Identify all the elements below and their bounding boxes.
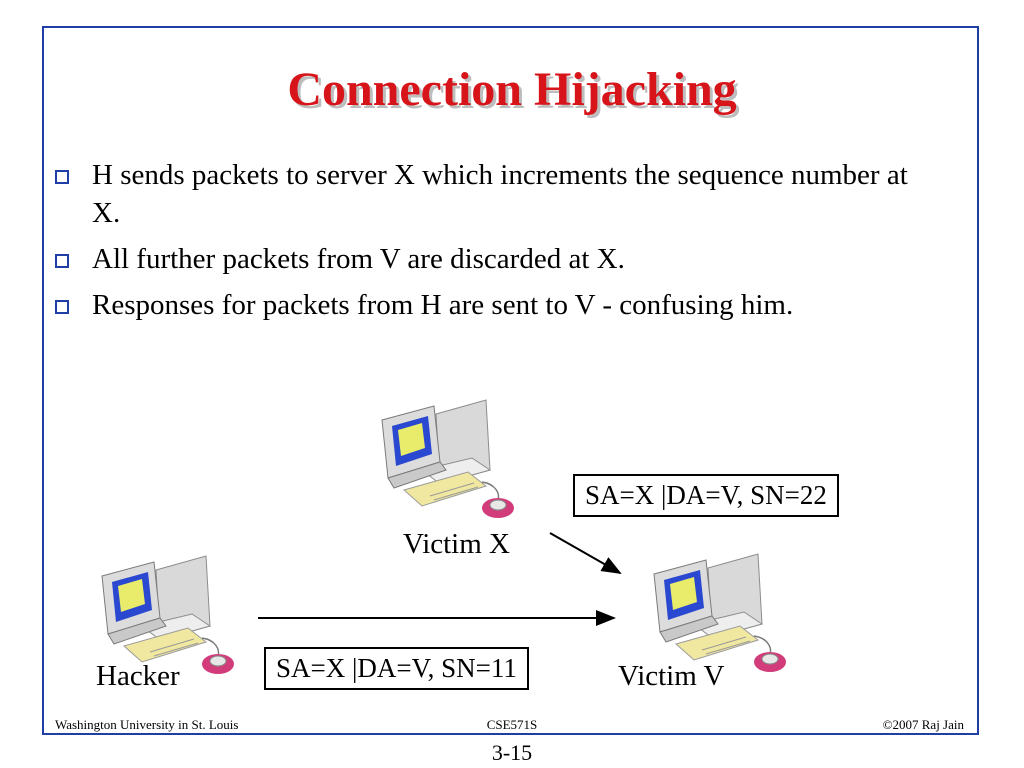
computer-icon: [101, 555, 234, 674]
computer-icon: [381, 399, 514, 518]
slide-frame: [42, 26, 979, 735]
slide-title: Connection Hijacking: [287, 63, 737, 116]
bullet-item: All further packets from V are discarded…: [55, 240, 935, 278]
footer-right: ©2007 Raj Jain: [882, 717, 964, 732]
bullet-text: H sends packets to server X which increm…: [92, 159, 908, 229]
bullet-item: H sends packets to server X which increm…: [55, 156, 935, 232]
page-number: 3-15: [491, 740, 533, 765]
bullet-box-icon: [55, 300, 69, 314]
computer-icon: [653, 553, 786, 672]
bullet-item: Responses for packets from H are sent to…: [55, 286, 935, 324]
bullet-box-icon: [55, 254, 69, 268]
hacker-label: Hacker: [96, 660, 180, 692]
packet-x-to-v: SA=X |DA=V, SN=22: [573, 474, 839, 517]
bullet-text: All further packets from V are discarded…: [92, 243, 625, 275]
footer-left: Washington University in St. Louis: [55, 717, 239, 732]
footer-center: CSE571S: [486, 717, 538, 732]
victim-x-label: Victim X: [403, 528, 510, 560]
bullet-box-icon: [55, 170, 69, 184]
packet-h-to-v: SA=X |DA=V, SN=11: [264, 647, 529, 690]
bullet-list: H sends packets to server X which increm…: [55, 156, 935, 332]
bullet-text: Responses for packets from H are sent to…: [92, 289, 794, 321]
victim-v-label: Victim V: [618, 660, 725, 692]
